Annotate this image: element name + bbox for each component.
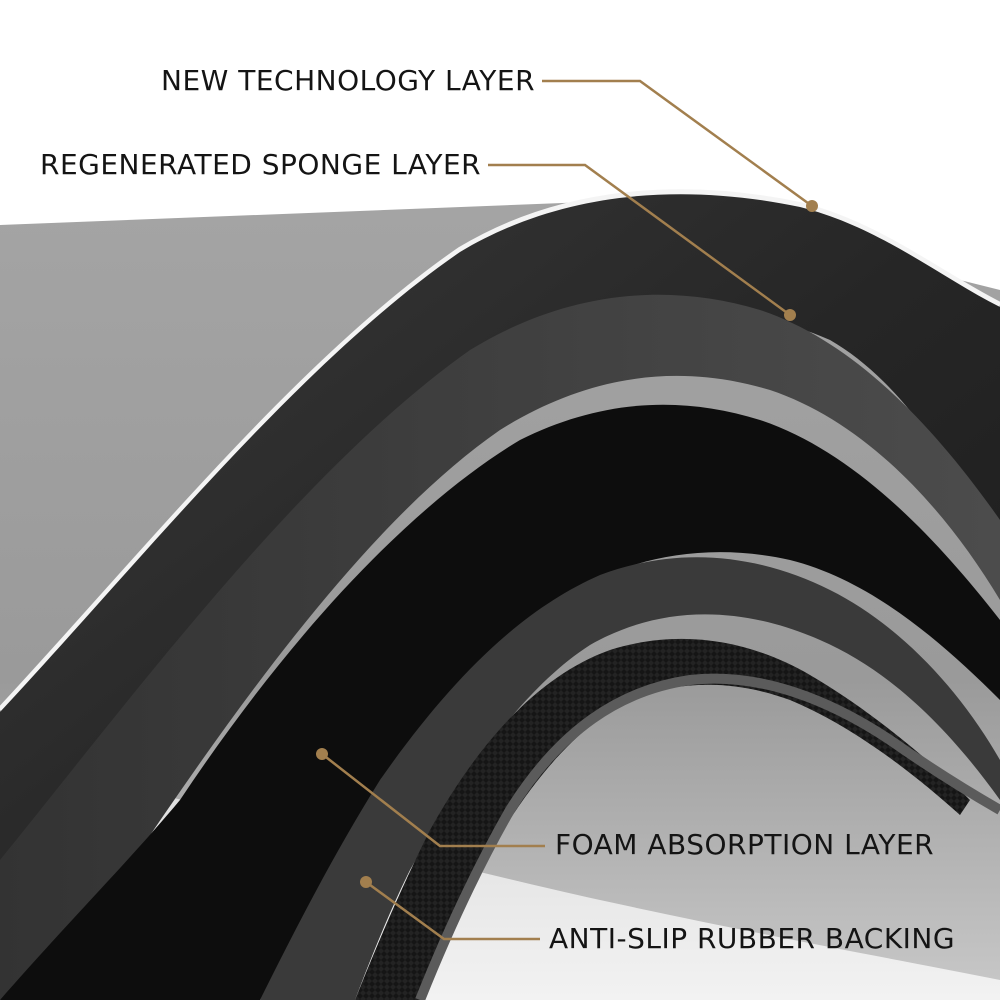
dot-regenerated-sponge <box>784 309 796 321</box>
leader-regenerated-sponge <box>488 163 791 317</box>
mat-core <box>0 404 1000 1000</box>
anti-slip-rubber-backing-shape <box>355 638 970 1000</box>
foam-absorption-layer-shape <box>260 557 1000 1000</box>
leader-new-technology <box>542 79 813 208</box>
label-regenerated-sponge-layer: REGENERATED SPONGE LAYER <box>40 148 482 181</box>
dot-foam-absorption <box>316 748 328 760</box>
top-layer-rim <box>0 189 1000 713</box>
leader-foam-absorption <box>321 753 545 848</box>
dot-new-technology <box>806 200 818 212</box>
label-anti-slip-rubber-backing: ANTI-SLIP RUBBER BACKING <box>549 922 956 955</box>
leader-lines <box>321 79 813 941</box>
label-new-technology-layer: NEW TECHNOLOGY LAYER <box>161 64 536 97</box>
leader-dots <box>316 200 818 888</box>
leader-anti-slip <box>365 880 540 941</box>
dot-anti-slip <box>360 876 372 888</box>
label-foam-absorption-layer: FOAM ABSORPTION LAYER <box>555 828 935 861</box>
regenerated-sponge-layer-shape <box>0 294 1000 1000</box>
backing-rim <box>415 673 1000 1000</box>
